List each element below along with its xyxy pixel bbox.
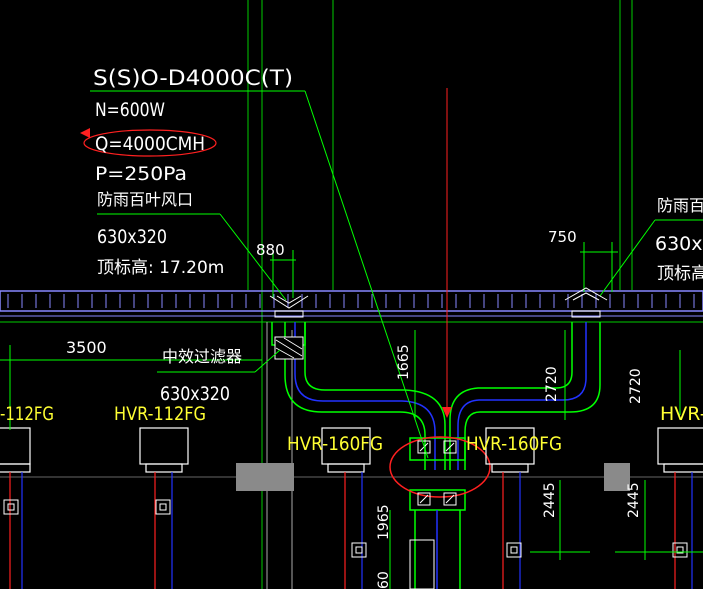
refrigerant-pipes bbox=[9, 472, 693, 589]
filter-dim: 3500 bbox=[66, 338, 107, 357]
filter-title: 中效过滤器 bbox=[162, 347, 242, 366]
unit-label-2: HVR-112FG bbox=[114, 403, 206, 425]
louver-outlet-icons bbox=[269, 287, 608, 318]
airflow-highlight bbox=[83, 129, 217, 157]
indoor-units bbox=[0, 427, 703, 473]
unit-label-4: HVR-160FG bbox=[466, 433, 562, 455]
unit-label-1: -112FG bbox=[0, 403, 54, 425]
partition-lines bbox=[266, 322, 293, 589]
dim-2445-b: 2445 bbox=[626, 482, 642, 518]
louver-left-elevation: 顶标高: 17.20m bbox=[97, 258, 224, 278]
louver-right-elevation: 顶标高: bbox=[657, 264, 703, 284]
dimension-lines bbox=[0, 242, 703, 589]
structural-columns bbox=[236, 463, 630, 491]
fan-power-label: N=600W bbox=[95, 99, 165, 121]
fan-pressure-label: P=250Pa bbox=[95, 163, 187, 185]
louver-left-size: 630x320 bbox=[97, 226, 167, 248]
louver-strip bbox=[0, 290, 703, 323]
louver-left-title: 防雨百叶风口 bbox=[97, 190, 193, 209]
dim-2720-b: 2720 bbox=[628, 368, 644, 404]
filter-size: 630x320 bbox=[160, 383, 230, 405]
dim-2445-a: 2445 bbox=[542, 482, 558, 518]
louver-right-dim: 750 bbox=[548, 228, 577, 246]
dim-1665: 1665 bbox=[396, 344, 412, 380]
dim-60: 60 bbox=[376, 571, 392, 589]
unit-label-5: HVR- bbox=[660, 403, 703, 425]
louver-left-dim: 880 bbox=[256, 241, 285, 259]
fan-airflow-label: Q=4000CMH bbox=[95, 133, 205, 155]
louver-right-title: 防雨百叶 bbox=[657, 196, 703, 215]
fan-model-label: S(S)O-D4000C(T) bbox=[93, 66, 293, 90]
unit-label-3: HVR-160FG bbox=[287, 433, 383, 455]
diffusers bbox=[3, 499, 688, 558]
ductwork bbox=[271, 322, 601, 589]
dim-1965: 1965 bbox=[376, 504, 392, 540]
dim-2720-a: 2720 bbox=[544, 366, 560, 402]
highlight-pointer-icon bbox=[80, 128, 90, 138]
fan-outline bbox=[389, 436, 491, 498]
leader-lines bbox=[90, 90, 703, 459]
airflow-marker bbox=[442, 88, 452, 418]
louver-right-size: 630x3 bbox=[655, 233, 703, 255]
